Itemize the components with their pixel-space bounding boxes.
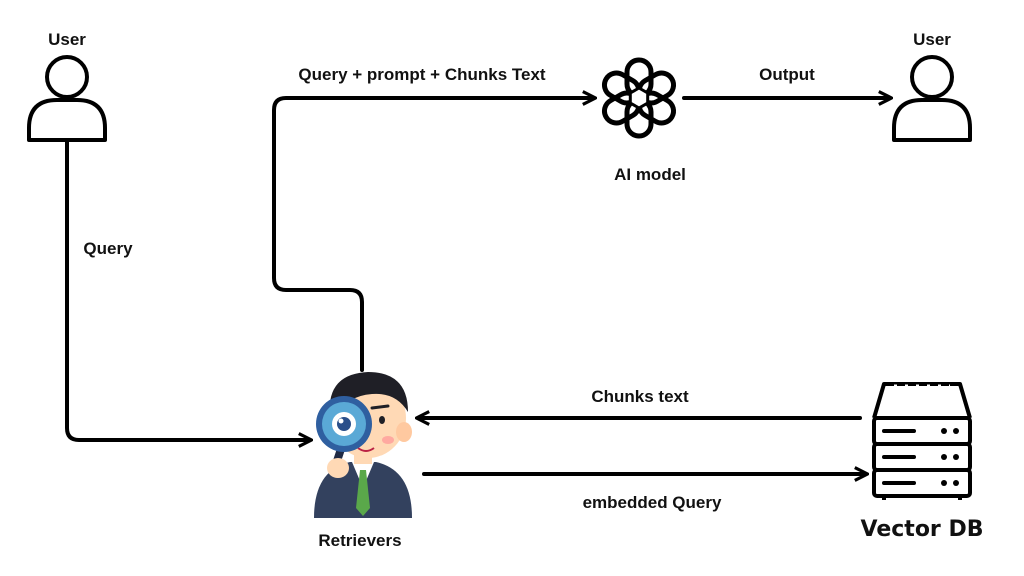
vector-db-node: Vector DB [861, 382, 984, 542]
ai-model-label: AI model [614, 165, 686, 184]
chunks-text-edge-label: Chunks text [591, 387, 689, 406]
query-prompt-chunks-edge-label: Query + prompt + Chunks Text [298, 65, 546, 84]
retrievers-node: Retrievers [314, 372, 412, 550]
output-edge-label: Output [759, 65, 815, 84]
user-left-node: User [27, 30, 107, 142]
embedded-query-edge-label: embedded Query [583, 493, 722, 512]
query-prompt-chunks-edge-line [272, 90, 598, 372]
ai-model-node: AI model [601, 57, 686, 184]
user-icon [892, 55, 972, 142]
retrievers-label: Retrievers [318, 531, 401, 550]
server-database-icon [872, 382, 972, 500]
query-edge-label: Query [83, 239, 133, 258]
user-left-label: User [48, 30, 86, 49]
query-edge-line [65, 140, 314, 448]
openai-logo-icon [601, 57, 677, 139]
user-right-node: User [892, 30, 972, 142]
detective-magnifier-icon [314, 372, 412, 518]
user-icon [27, 55, 107, 142]
vector-db-label: Vector DB [861, 517, 984, 542]
user-right-label: User [913, 30, 951, 49]
